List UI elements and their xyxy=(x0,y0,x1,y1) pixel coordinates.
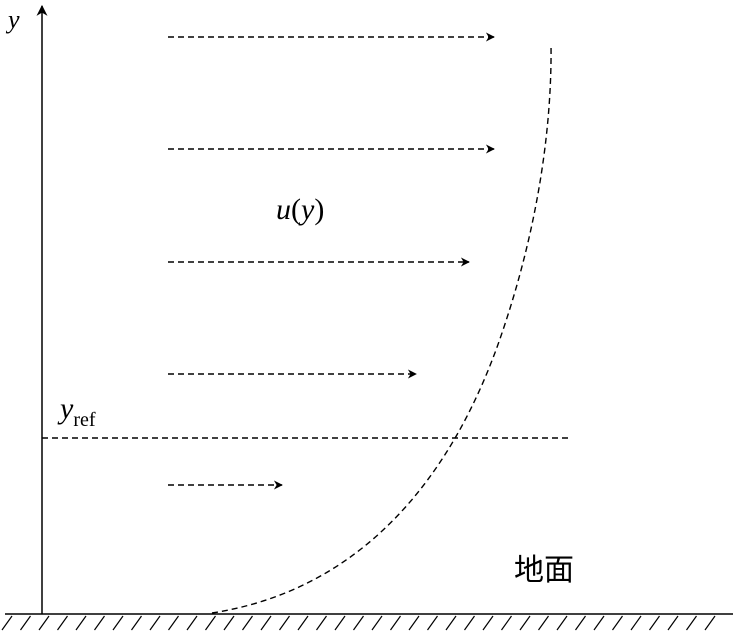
velocity-arg: y xyxy=(298,193,315,226)
reference-height-base: y xyxy=(57,392,74,425)
hatch-mark xyxy=(704,615,716,631)
hatch-mark xyxy=(445,615,457,631)
hatch-mark xyxy=(20,615,31,631)
velocity-close-paren: ) xyxy=(314,193,324,226)
hatch-mark xyxy=(408,615,420,631)
hatch-mark xyxy=(1,615,13,631)
hatch-mark xyxy=(353,615,364,631)
hatch-mark xyxy=(686,615,697,631)
velocity-profile-curve xyxy=(211,43,552,614)
hatch-mark xyxy=(427,615,438,631)
hatch-mark xyxy=(112,615,124,631)
hatch-mark xyxy=(38,615,50,631)
hatch-mark xyxy=(205,615,216,631)
hatch-mark xyxy=(279,615,290,631)
velocity-label: u(y) xyxy=(276,193,324,226)
ground-hatching xyxy=(1,615,716,631)
hatch-mark xyxy=(186,615,198,631)
hatch-mark xyxy=(667,615,679,631)
velocity-arrows xyxy=(168,32,495,490)
y-axis-label: y xyxy=(5,5,20,34)
hatch-mark xyxy=(242,615,253,631)
hatch-mark xyxy=(482,615,494,631)
hatch-mark xyxy=(131,615,142,631)
hatch-mark xyxy=(75,615,87,631)
hatch-mark xyxy=(612,615,623,631)
ground-label: 地面 xyxy=(514,553,574,588)
hatch-mark xyxy=(519,615,531,631)
hatch-mark xyxy=(149,615,161,631)
hatch-mark xyxy=(223,615,235,631)
hatch-mark xyxy=(168,615,179,631)
hatch-mark xyxy=(334,615,346,631)
hatch-mark xyxy=(630,615,642,631)
hatch-mark xyxy=(390,615,401,631)
velocity-func: u xyxy=(276,193,291,226)
hatch-mark xyxy=(501,615,512,631)
hatch-mark xyxy=(593,615,605,631)
hatch-mark xyxy=(297,615,309,631)
hatch-mark xyxy=(94,615,105,631)
hatch-mark xyxy=(371,615,383,631)
hatch-mark xyxy=(57,615,68,631)
reference-height-label: yref xyxy=(57,392,96,431)
reference-height-subscript: ref xyxy=(73,409,96,431)
hatch-mark xyxy=(464,615,475,631)
hatch-mark xyxy=(575,615,586,631)
hatch-mark xyxy=(649,615,660,631)
velocity-open-paren: ( xyxy=(291,193,301,226)
hatch-mark xyxy=(316,615,327,631)
hatch-mark xyxy=(260,615,272,631)
hatch-mark xyxy=(556,615,568,631)
hatch-mark xyxy=(538,615,549,631)
